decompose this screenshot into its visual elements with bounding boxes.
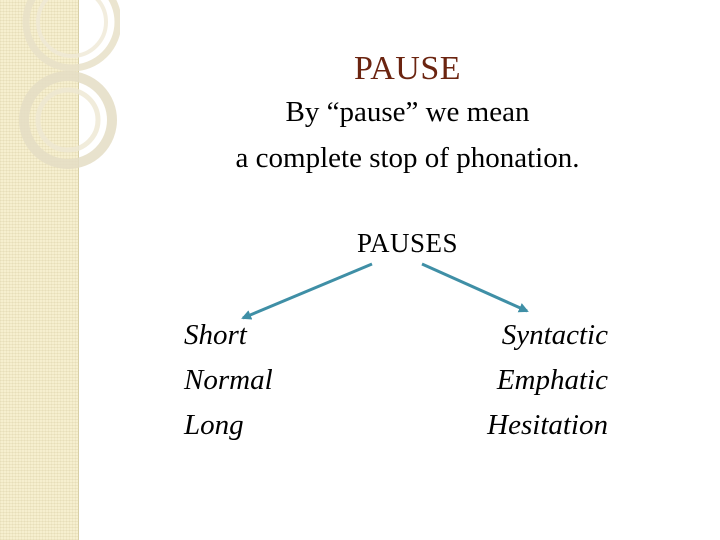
right-branch-arrow bbox=[421, 262, 529, 313]
diagram-root-label: PAUSES bbox=[356, 228, 459, 258]
slide-title: PAUSE bbox=[353, 50, 462, 87]
left-category-list: Short Normal Long bbox=[184, 313, 273, 448]
left-branch-arrow bbox=[241, 262, 373, 320]
right-item-syntactic: Syntactic bbox=[501, 319, 608, 351]
right-category-list: Syntactic Emphatic Hesitation bbox=[440, 313, 608, 448]
definition-line-1: By “pause” we mean bbox=[285, 96, 530, 128]
left-item-long: Long bbox=[184, 409, 244, 441]
left-item-normal: Normal bbox=[184, 364, 273, 396]
definition-line-2: a complete stop of phonation. bbox=[235, 142, 580, 174]
right-item-emphatic: Emphatic bbox=[496, 364, 608, 396]
right-item-hesitation: Hesitation bbox=[487, 409, 608, 441]
left-item-short: Short bbox=[184, 319, 247, 351]
